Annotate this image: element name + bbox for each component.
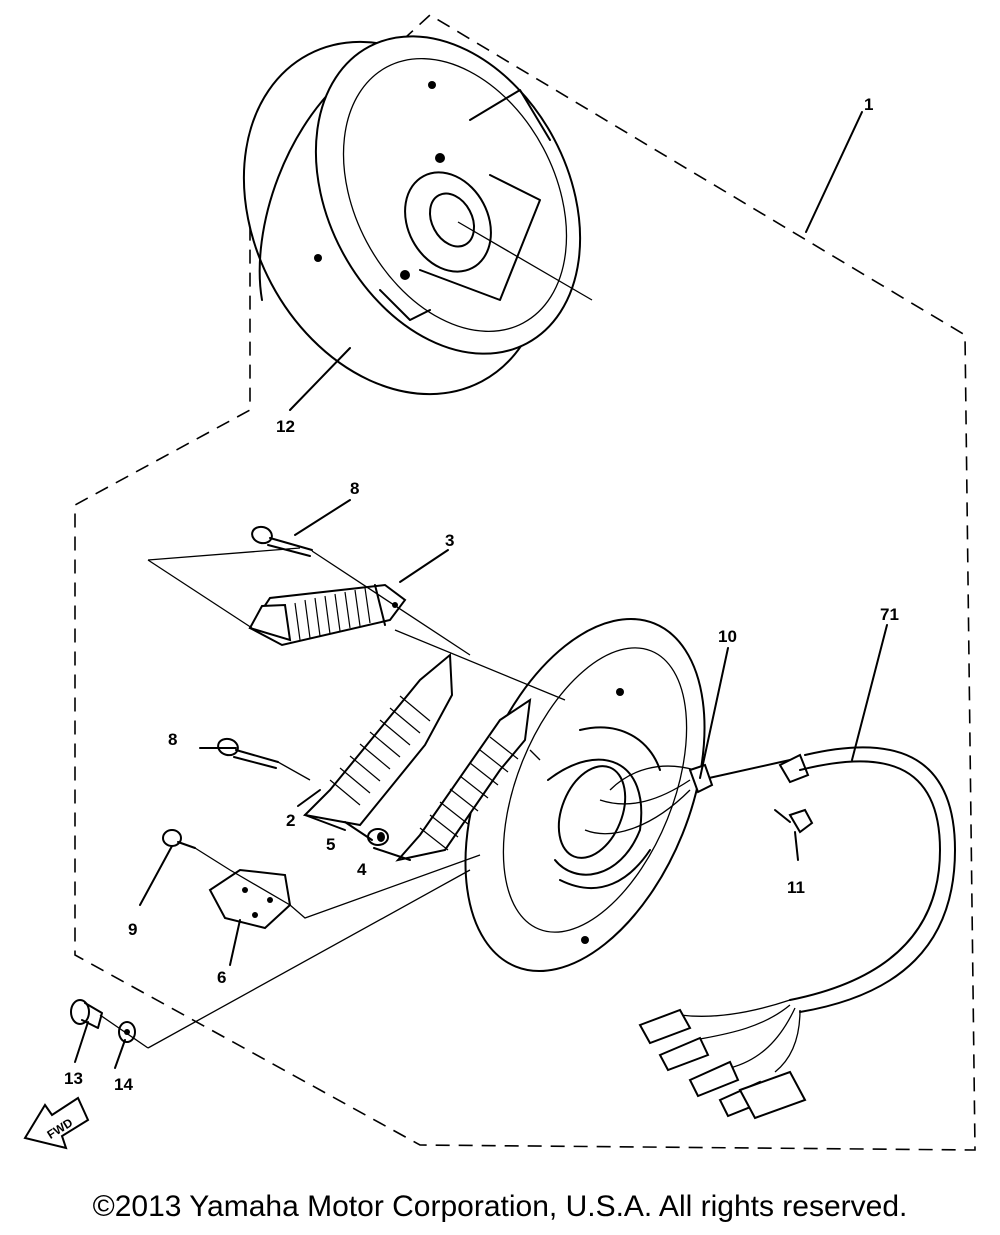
- washer-14: [118, 1021, 136, 1043]
- assembly-boundary: [74, 14, 976, 1151]
- flywheel-rotor: [242, 35, 593, 396]
- callout-14: 14: [114, 1075, 133, 1094]
- guide-line-coil: [147, 559, 253, 629]
- screw-8-bottom: [217, 737, 311, 781]
- exploded-parts-diagram: FWD 1 12 8 3 71 10 8 2 5 4 11 9 6 13 14: [23, 14, 976, 1151]
- wire-harness: [584, 746, 956, 1120]
- callout-12: 12: [276, 417, 295, 436]
- callout-10: 10: [718, 627, 737, 646]
- callout-4: 4: [357, 860, 367, 879]
- screw-9: [162, 829, 481, 919]
- guide-line-13: [99, 1014, 149, 1049]
- contact-breaker-6: [208, 868, 292, 930]
- forward-arrow-icon: FWD: [23, 1096, 90, 1150]
- callout-8-bottom: 8: [168, 730, 177, 749]
- callout-8-top: 8: [350, 479, 359, 498]
- bolt-13: [70, 999, 103, 1029]
- callout-3: 3: [445, 531, 454, 550]
- callout-5: 5: [326, 835, 335, 854]
- callout-9: 9: [128, 920, 137, 939]
- coil-2: [302, 652, 454, 831]
- callout-1: 1: [864, 95, 873, 114]
- coil-4: [395, 697, 532, 862]
- guide-line-bottom: [147, 869, 471, 1049]
- guide-line-plate: [394, 629, 566, 701]
- spacer-5: [367, 828, 389, 846]
- copyright-notice: ©2013 Yamaha Motor Corporation, U.S.A. A…: [92, 1190, 908, 1223]
- callout-2: 2: [286, 811, 295, 830]
- callout-6: 6: [217, 968, 226, 987]
- screw-11: [774, 808, 814, 834]
- guide-line-top: [147, 547, 301, 561]
- callout-71: 71: [880, 605, 899, 624]
- callout-13: 13: [64, 1069, 83, 1088]
- callout-11: 11: [787, 878, 805, 897]
- screw-8-top: [251, 525, 471, 656]
- coil-3: [248, 583, 407, 647]
- leader-lines: [74, 111, 888, 1069]
